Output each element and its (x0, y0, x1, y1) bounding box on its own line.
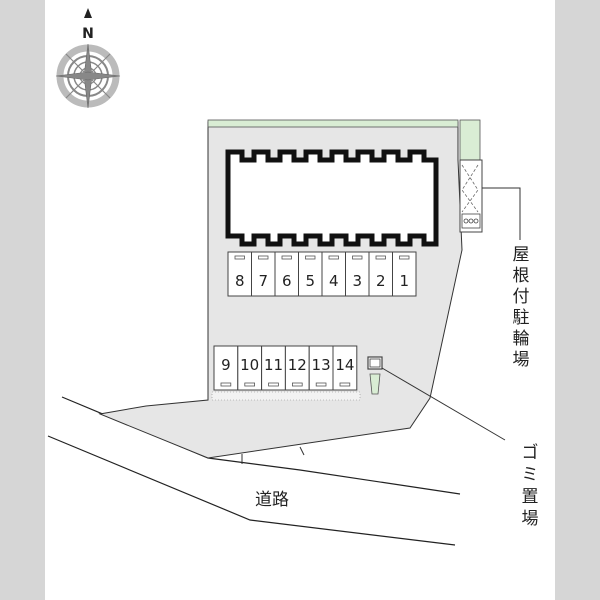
parking-space: 1 (392, 251, 417, 297)
parking-space-number: 11 (264, 356, 283, 374)
parking-space: 6 (274, 251, 299, 297)
parking-space: 10 (237, 345, 263, 391)
garbage-area-label-char: 置 (522, 487, 539, 507)
garbage-leader (381, 367, 506, 441)
bicycle-shelter-roof-lines (461, 164, 479, 213)
parking-space-number: 3 (352, 272, 362, 290)
garbage-box (367, 356, 383, 370)
parking-space-number: 6 (282, 272, 292, 290)
bicycle-parking-label-char: 駐 (513, 308, 530, 328)
parking-space-number: 8 (235, 272, 245, 290)
building-outline (225, 149, 439, 247)
parking-space-number: 2 (376, 272, 386, 290)
leader-lines (381, 187, 521, 441)
parking-space-number: 14 (335, 356, 354, 374)
bicycle-leader (482, 187, 521, 240)
garbage-green (369, 373, 381, 395)
parking-space-number: 9 (221, 356, 231, 374)
parking-space: 7 (251, 251, 276, 297)
parking-space: 13 (308, 345, 334, 391)
parking-space-number: 7 (258, 272, 268, 290)
parking-space: 5 (298, 251, 323, 297)
compass-icon: N (55, 8, 121, 109)
green-strip-top (207, 119, 459, 128)
road-label: 道路 (255, 490, 289, 510)
bicycle-parking-label-char: 根 (513, 266, 530, 286)
bicycle-parking-label-char: 輪 (513, 329, 530, 349)
parking-space: 2 (368, 251, 393, 297)
compass-north-label: N (82, 26, 94, 42)
garbage-area-label-char: ミ (522, 465, 539, 485)
parking-space-number: 12 (288, 356, 307, 374)
lot-edge-detail (241, 446, 305, 464)
garbage-area (367, 356, 383, 395)
bicycle-parking-label-char: 屋 (513, 245, 530, 265)
parking-space-number: 13 (312, 356, 331, 374)
road-edge-lower (47, 435, 456, 546)
parking-space: 12 (284, 345, 310, 391)
parking-space: 9 (213, 345, 239, 391)
parking-space-number: 4 (329, 272, 339, 290)
bicycle-parking-label-char: 場 (513, 350, 530, 370)
bicycle-parking-label-char: 付 (513, 287, 530, 307)
garbage-area-label-char: ゴ (522, 442, 539, 463)
green-strip-bottom (211, 391, 361, 401)
building (225, 149, 439, 247)
north-arrow-icon (84, 8, 92, 18)
parking-space-number: 10 (240, 356, 259, 374)
parking-space: 8 (227, 251, 252, 297)
parking-space: 14 (332, 345, 358, 391)
bicycle-parking (459, 159, 483, 233)
parking-space-number: 5 (305, 272, 315, 290)
garbage-area-label-char: 場 (522, 509, 539, 529)
parking-space: 11 (261, 345, 286, 391)
parking-space-number: 1 (399, 272, 409, 290)
bicycle-rack (461, 213, 481, 229)
parking-space: 3 (345, 251, 370, 297)
parking-space: 4 (321, 251, 346, 297)
green-strip-right (459, 119, 481, 161)
